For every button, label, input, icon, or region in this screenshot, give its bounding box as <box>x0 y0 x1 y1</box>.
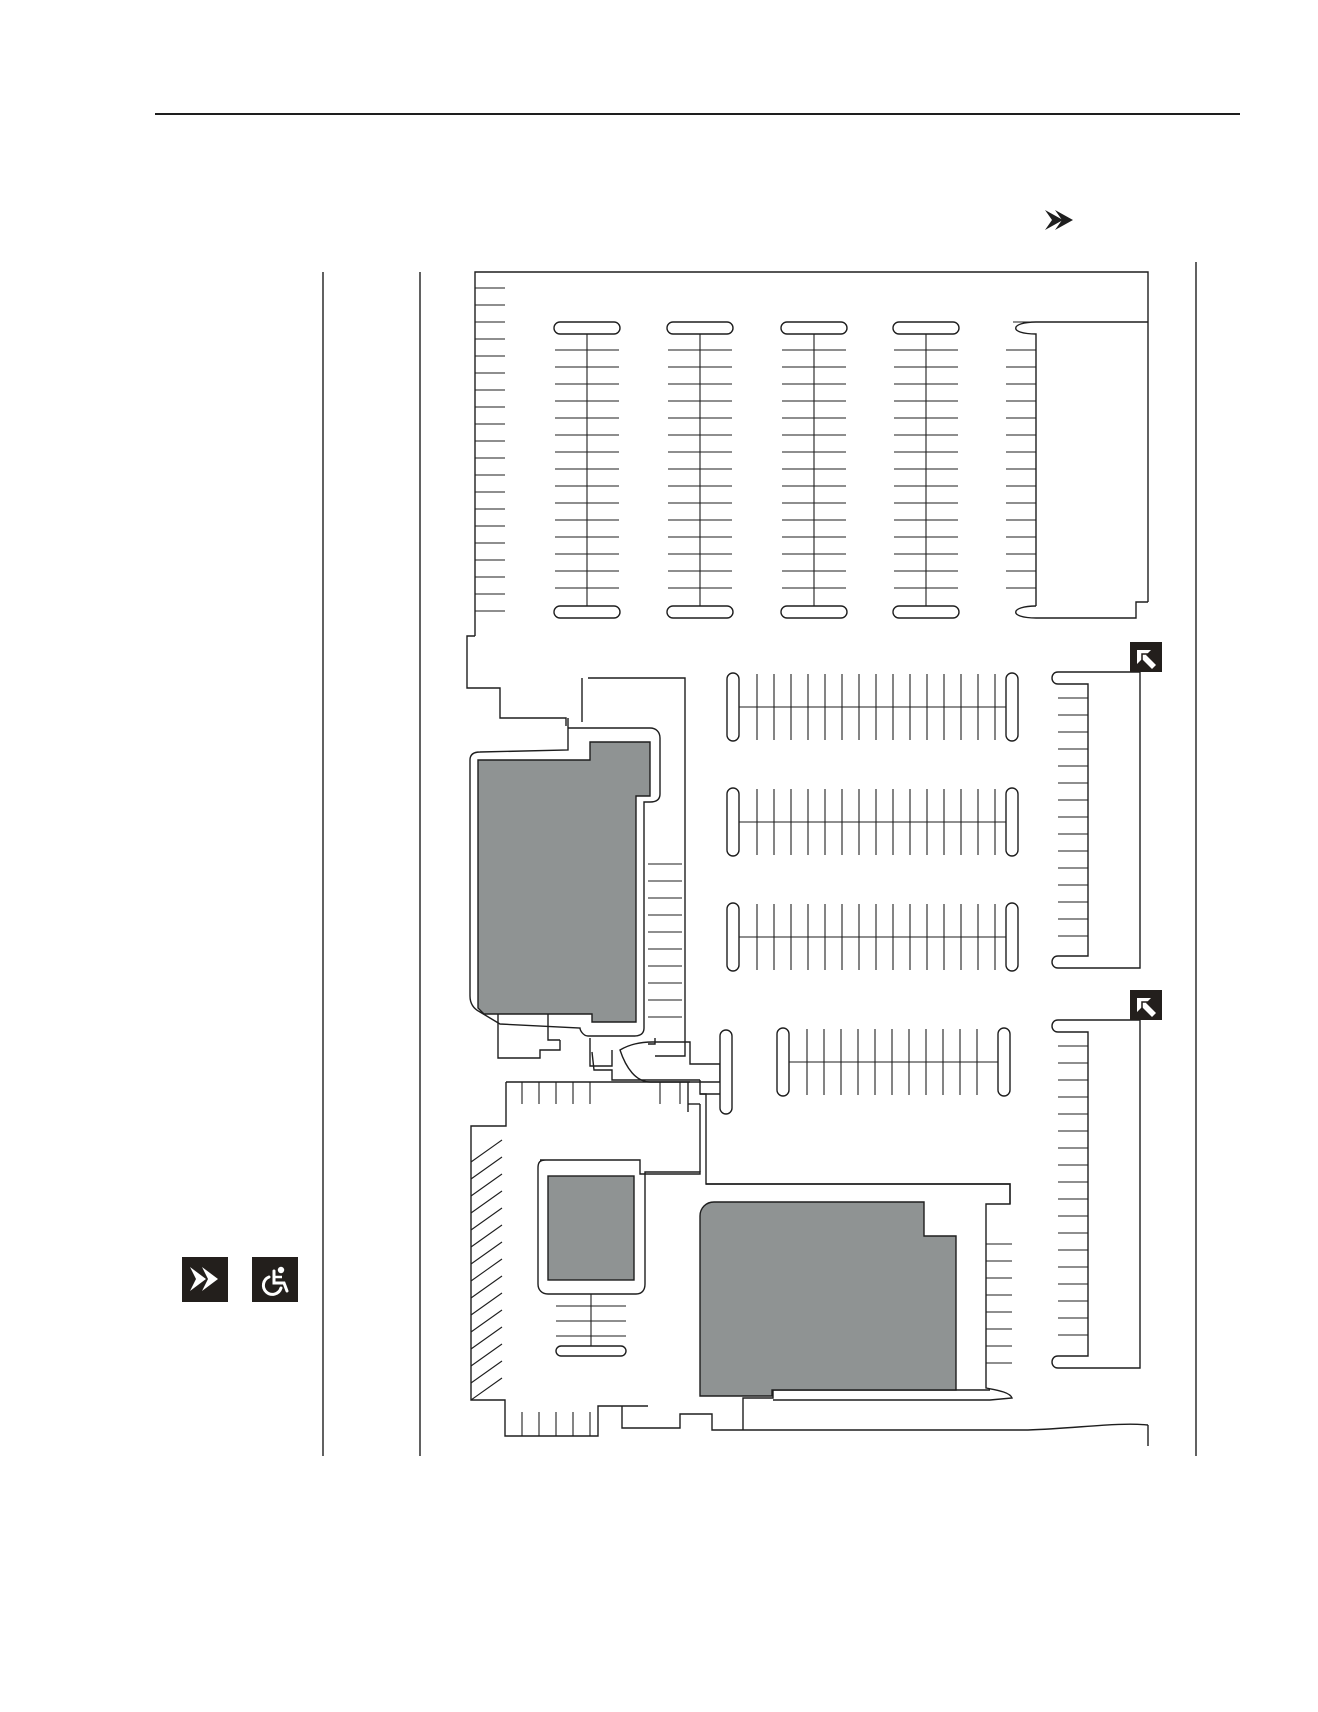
stall-line <box>470 1343 503 1367</box>
aisle-end-island <box>776 1027 790 1097</box>
stall-line <box>470 1360 503 1384</box>
parking-bay-outline <box>1051 1019 1141 1369</box>
aisle-end-island <box>1005 672 1019 742</box>
aisle-end-island <box>726 787 740 857</box>
parking-aisles-north <box>553 321 1148 619</box>
stall-line <box>470 1190 503 1214</box>
aisle-end-line <box>1015 601 1148 619</box>
stall-line <box>470 1207 503 1231</box>
entrance-marker-upper <box>1130 642 1162 672</box>
building-main <box>469 677 686 1067</box>
entrance-marker-lower <box>1130 990 1162 1020</box>
stall-line <box>470 1377 503 1401</box>
aisle-end-island <box>1005 902 1019 972</box>
aisle-end-island <box>726 672 740 742</box>
parking-stalls-angled <box>470 1139 503 1401</box>
aisle-end-island <box>726 902 740 972</box>
north-arrow-icon <box>1045 210 1073 230</box>
wheelchair-accessible-icon <box>252 1257 298 1302</box>
parking-stalls-south-building <box>986 1243 1012 1364</box>
aisle-end-island <box>555 1345 627 1357</box>
stall-line <box>470 1241 503 1265</box>
parking-stalls-south <box>521 1412 591 1436</box>
aisle-end-island <box>553 321 621 335</box>
aisle-end-island <box>997 1027 1011 1097</box>
entrance-arrow-icon <box>182 1257 228 1302</box>
aisle-end-island <box>892 605 960 619</box>
aisle-end-island <box>780 321 848 335</box>
legend <box>182 1257 298 1302</box>
stall-line <box>470 1258 503 1282</box>
parking-aisle-small-building <box>555 1294 627 1357</box>
stall-line <box>470 1309 503 1333</box>
building-small <box>537 1159 701 1295</box>
aisle-end-island <box>892 321 960 335</box>
parking-bay-east-upper <box>1051 671 1141 969</box>
aisle-end-island <box>553 605 621 619</box>
aisle-end-island <box>666 321 734 335</box>
parking-stalls-southwest-top <box>521 1082 681 1104</box>
stall-line <box>470 1292 503 1316</box>
parking-bay-outline <box>1051 671 1141 969</box>
parking-aisles-central <box>726 672 1019 1097</box>
aisle-end-island <box>666 605 734 619</box>
parking-bay-east-lower <box>1051 1019 1141 1369</box>
aisle-end-island <box>780 605 848 619</box>
stall-line <box>470 1275 503 1299</box>
parking-stalls-west <box>475 287 505 612</box>
stall-line <box>470 1326 503 1350</box>
stall-line <box>470 1139 503 1163</box>
aisle-end-island <box>1005 787 1019 857</box>
stall-line <box>470 1156 503 1180</box>
parking-stalls-main-building <box>648 863 682 1018</box>
building-south <box>699 1183 1013 1401</box>
aisle-spine <box>1015 321 1037 606</box>
stall-line <box>470 1173 503 1197</box>
walkway <box>591 1029 733 1115</box>
site-boundary <box>466 271 1149 1446</box>
stall-line <box>470 1224 503 1248</box>
